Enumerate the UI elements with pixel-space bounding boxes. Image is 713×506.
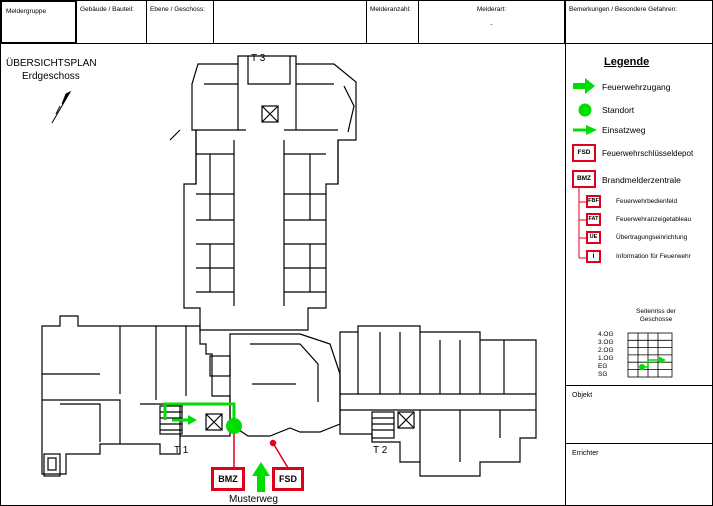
header-gebaeude-label: Gebäude / Bauteil: <box>80 6 134 13</box>
section-title: Seitenriss der Geschosse <box>636 308 676 323</box>
einsatzweg-path <box>163 402 236 426</box>
legend-fbf-box: FBF <box>586 195 601 208</box>
feuerwehrzugang-arrow-icon <box>252 462 270 492</box>
header-melderart-label: Melderart: <box>476 6 507 13</box>
legend-einsatzweg-icon <box>573 125 597 135</box>
floor-plan-drawing <box>41 55 537 492</box>
musterweg-label: Musterweg <box>229 494 278 505</box>
legend-info-code: i <box>592 253 595 260</box>
header-bemerkungen-label: Bemerkungen / Besondere Gefahren: <box>569 6 678 13</box>
header-melderart-dash: - <box>490 21 493 28</box>
header-melderart: Melderart: - <box>419 0 565 44</box>
header-ebene: Ebene / Geschoss: <box>147 0 214 44</box>
header-row: Meldergruppe Gebäude / Bauteil: Ebene / … <box>0 0 713 44</box>
legend-feuerwehrzugang-label: Feuerwehrzugang <box>602 82 671 92</box>
legend-ue-box: ÜE <box>586 231 601 244</box>
floor-label-2og: 2.OG <box>598 347 614 354</box>
header-bemerkungen: Bemerkungen / Besondere Gefahren: <box>565 0 713 44</box>
floor-label-3og: 3.OG <box>598 339 614 346</box>
stair-label-t1: T 1 <box>174 445 189 456</box>
legend-title: Legende <box>604 56 650 68</box>
bmz-callout: BMZ <box>211 467 245 491</box>
stair-label-t2: T 2 <box>373 445 388 456</box>
einsatzweg-arrow-icon <box>188 415 197 425</box>
legend-fat-label: Feuerwehranzeigetableau <box>616 216 692 223</box>
header-melderanzahl: Melderanzahl: <box>367 0 419 44</box>
legend-info-box: i <box>586 250 601 263</box>
header-meldergruppe-label: Meldergruppe <box>6 8 47 15</box>
legend-bmz-box: BMZ <box>572 170 596 188</box>
errichter-section: Errichter <box>566 443 713 506</box>
plan-title: ÜBERSICHTSPLAN <box>6 58 97 69</box>
floor-label-4og: 4.OG <box>598 331 614 338</box>
legend-fsd-label: Feuerwehrschlüsseldepot <box>602 149 694 158</box>
floor-label-eg: EG <box>598 363 608 370</box>
section-diagram <box>627 332 673 378</box>
plan-subtitle: Erdgeschoss <box>22 71 80 82</box>
legend-standort-icon <box>578 103 592 117</box>
stair-label-t3: T 3 <box>251 53 266 64</box>
header-ebene-label: Ebene / Geschoss: <box>150 6 205 13</box>
legend-panel: Legende Feuerwehrzugang Standort Einsatz… <box>565 44 713 506</box>
fsd-callout-label: FSD <box>279 474 297 484</box>
fsd-callout: FSD <box>272 467 304 491</box>
legend-feuerwehrzugang-icon <box>573 78 595 94</box>
legend-tree-lines <box>578 188 586 259</box>
legend-ue-code: ÜE <box>589 234 598 240</box>
north-arrow-icon <box>51 90 72 124</box>
legend-fbf-label: Feuerwehrbedienfeld <box>616 198 678 205</box>
floor-label-sg: SG <box>598 371 608 378</box>
legend-info-label: Information für Feuerwehr <box>616 253 691 260</box>
legend-fat-code: FAT <box>588 216 599 222</box>
legend-fat-box: FAT <box>586 213 601 226</box>
legend-fsd-box: FSD <box>572 144 596 162</box>
floor-label-1og: 1.OG <box>598 355 614 362</box>
legend-fsd-code: FSD <box>577 149 591 156</box>
legend-fbf-code: FBF <box>588 198 599 204</box>
header-meldergruppe: Meldergruppe <box>0 0 77 44</box>
objekt-section: Objekt <box>566 385 713 443</box>
legend-bmz-code: BMZ <box>576 175 592 182</box>
header-melderanzahl-label: Melderanzahl: <box>370 6 411 13</box>
header-gebaeude: Gebäude / Bauteil: <box>77 0 147 44</box>
legend-bmz-label: Brandmelderzentrale <box>602 175 681 185</box>
legend-ue-label: Übertragungseinrichtung <box>616 234 688 241</box>
legend-einsatzweg-label: Einsatzweg <box>602 125 646 135</box>
header-blank <box>214 0 367 44</box>
standort-dot-icon <box>226 418 242 434</box>
errichter-label: Errichter <box>572 450 599 457</box>
legend-standort-label: Standort <box>602 105 635 115</box>
bmz-callout-label: BMZ <box>218 474 238 484</box>
objekt-label: Objekt <box>572 392 593 399</box>
